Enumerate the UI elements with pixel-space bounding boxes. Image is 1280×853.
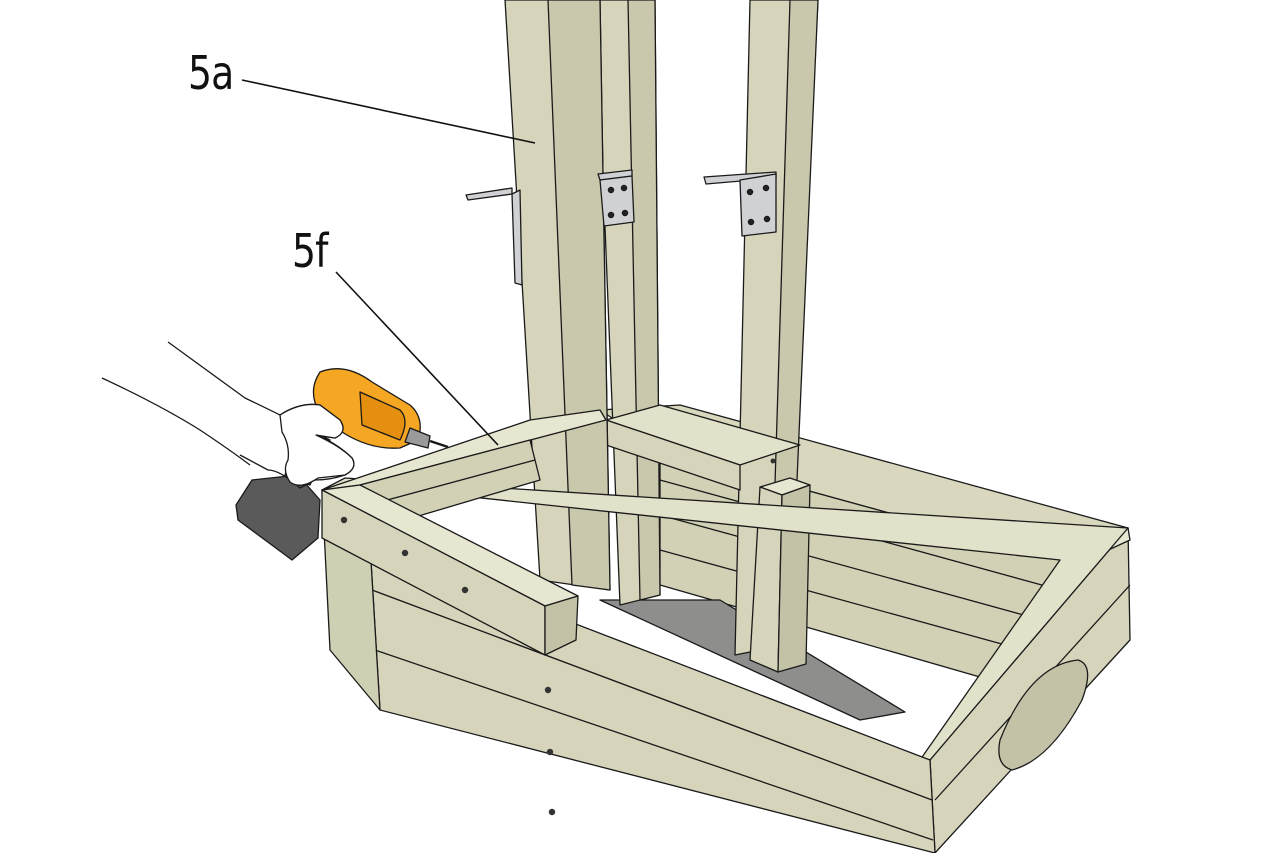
front-beam-5f [321,484,579,656]
leader-line-5f [335,271,499,446]
hand [101,341,355,489]
drill-battery [235,474,321,561]
upright-post-left [504,0,611,591]
drill-chuck [404,427,431,449]
drill-bit [429,439,449,449]
bracket-left [465,187,523,286]
callout-label-5a: 5a [188,46,234,100]
handle-cutout [998,659,1089,771]
leader-line-5a [241,79,536,144]
l-brackets [465,169,777,286]
bracket-middle [597,169,635,227]
leader-lines [241,79,536,446]
screws [340,458,776,816]
bracket-right [703,171,777,237]
callout-label-5f: 5f [292,224,328,278]
